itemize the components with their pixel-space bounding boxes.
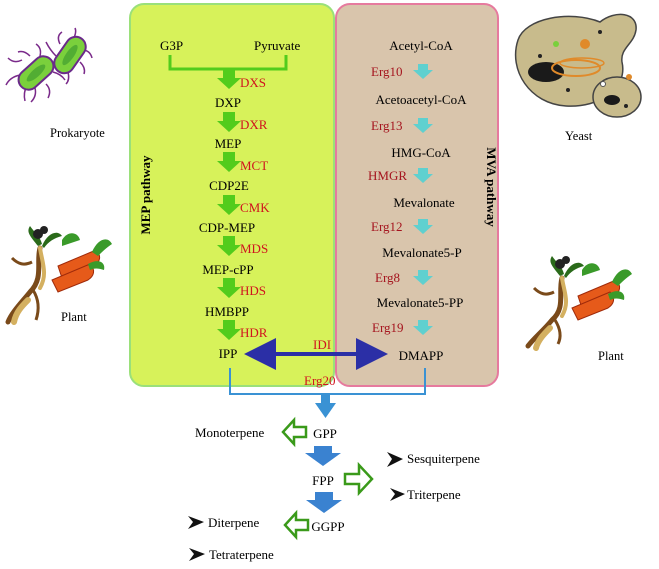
enzyme-dxr: DXR [240, 117, 268, 132]
mep-arrow [217, 112, 241, 132]
mva-arrow [413, 118, 433, 133]
mep-arrow [217, 278, 241, 298]
mep-pathway-title: MEP pathway [138, 155, 153, 235]
enzyme-erg10: Erg10 [371, 64, 403, 79]
plant-right-icon [525, 256, 632, 351]
enzyme-dxs: DXS [240, 75, 266, 90]
mva-arrow [413, 219, 433, 234]
ggpp-arrow [306, 492, 342, 513]
bacteria-icon [5, 27, 93, 103]
metabolite-ipp: IPP [219, 346, 238, 361]
product-triterpene: Triterpene [407, 487, 461, 502]
mva-arrow [413, 320, 433, 335]
plant-left-icon [5, 226, 112, 325]
idi-label: IDI [313, 337, 331, 352]
metabolite-mep: MEP [215, 136, 242, 151]
product-monoterpene: Monoterpene [195, 425, 265, 440]
metabolite-ggpp: GGPP [311, 519, 344, 534]
product-sesquiterpene: Sesquiterpene [407, 451, 480, 466]
metabolite-dmapp: DMAPP [399, 348, 444, 363]
product-diterpene: Diterpene [208, 515, 259, 530]
metabolite-acetyl-coa: Acetyl-CoA [389, 38, 453, 53]
metabolite-mevalonate: Mevalonate [393, 195, 455, 210]
metabolite-mep-cpp: MEP-cPP [202, 262, 253, 277]
mva-pathway-title: MVA pathway [484, 147, 499, 227]
g3p-label: G3P [160, 38, 183, 53]
enzyme-mds: MDS [240, 241, 268, 256]
metabolite-cdp2e: CDP2E [209, 178, 249, 193]
product-tetraterpene: Tetraterpene [209, 547, 274, 562]
enzyme-erg19: Erg19 [372, 320, 404, 335]
diterpene-arrow [283, 509, 310, 541]
tetraterpene-bullet-icon [189, 548, 205, 561]
metabolite-cdp-mep: CDP-MEP [199, 220, 255, 235]
fpp-arrow [305, 446, 341, 466]
metabolite-hmg-coa: HMG-CoA [391, 145, 451, 160]
organism-plant-left: Plant [61, 310, 87, 324]
metabolite-gpp: GPP [313, 426, 337, 441]
metabolite-acetoacetyl-coa: Acetoacetyl-CoA [376, 92, 468, 107]
mva-arrow-group [413, 64, 433, 335]
mva-arrow [413, 64, 433, 79]
enzyme-hmgr: HMGR [368, 168, 407, 183]
gpp-arrow [315, 394, 336, 418]
enzyme-mct: MCT [240, 158, 268, 173]
metabolite-hmbpp: HMBPP [205, 304, 249, 319]
mep-arrow [217, 195, 241, 215]
enzyme-erg8: Erg8 [375, 270, 400, 285]
diterpene-bullet-icon [188, 516, 204, 529]
mva-arrow [413, 270, 433, 285]
triterpene-bullet-icon [390, 488, 405, 501]
organism-yeast: Yeast [565, 129, 593, 143]
enzyme-erg13: Erg13 [371, 118, 403, 133]
enzyme-erg12: Erg12 [371, 219, 403, 234]
pyruvate-label: Pyruvate [254, 38, 300, 53]
enzyme-erg20: Erg20 [304, 373, 336, 388]
metabolite-dxp: DXP [215, 95, 241, 110]
metabolite-mevalonate5-p: Mevalonate5-P [382, 245, 461, 260]
enzyme-cmk: CMK [240, 200, 270, 215]
sesquiterpene-bullet-icon [387, 452, 403, 467]
enzyme-hdr: HDR [240, 325, 268, 340]
mep-arrow [217, 236, 241, 256]
yeast-icon [514, 13, 642, 118]
sesquiterpene-arrow [343, 461, 374, 497]
organism-prokaryote: Prokaryote [50, 126, 105, 140]
mva-arrow [413, 168, 433, 183]
mep-arrow [217, 69, 241, 89]
enzyme-hds: HDS [240, 283, 266, 298]
metabolite-mevalonate5-pp: Mevalonate5-PP [377, 295, 464, 310]
mva-panel [335, 3, 499, 387]
mep-arrow [217, 152, 241, 172]
metabolite-fpp: FPP [312, 473, 334, 488]
mep-arrow [217, 320, 241, 340]
monoterpene-arrow [281, 416, 308, 448]
mep-arrow-group [217, 69, 241, 340]
organism-plant-right: Plant [598, 349, 624, 363]
